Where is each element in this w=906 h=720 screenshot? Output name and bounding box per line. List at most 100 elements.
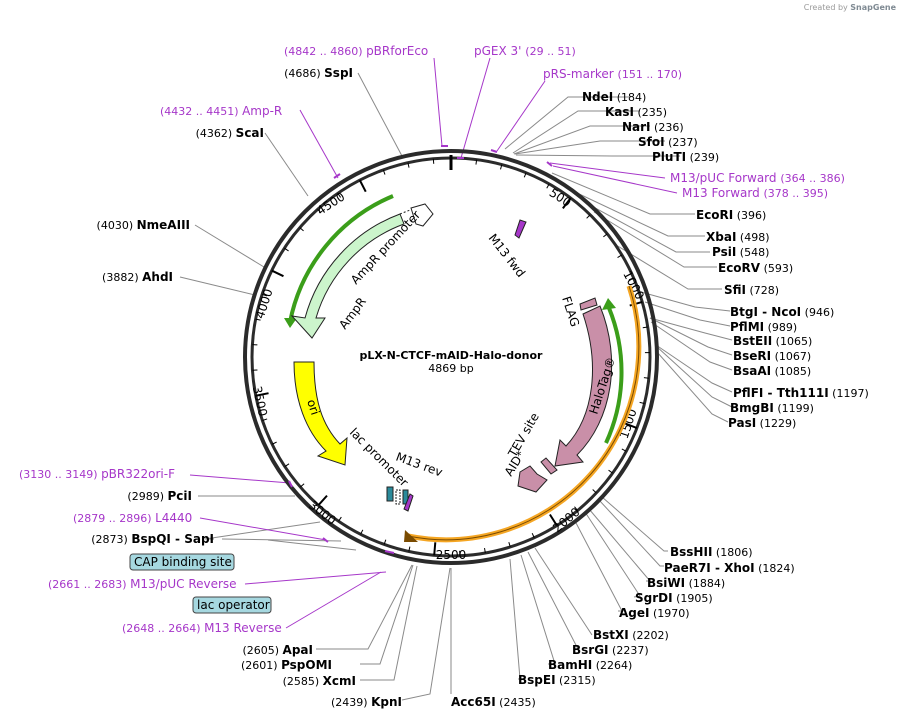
halotag-feature[interactable] <box>554 305 613 467</box>
site-name: PluTI <box>652 150 686 164</box>
site-name: SfoI <box>638 135 665 149</box>
site-name: PsiI <box>712 245 736 259</box>
site-name: NdeI <box>582 90 613 104</box>
site-label: BseRI (1067) <box>733 349 811 363</box>
site-position: (2873) <box>91 533 131 546</box>
primer-label: (2648 .. 2664) M13 Reverse <box>122 621 282 635</box>
major-tick <box>271 269 284 278</box>
m13-fwd-feature[interactable] <box>514 219 527 239</box>
site-label: (4030) NmeAIII <box>97 218 190 232</box>
site-label: (2873) BspQI - SapI <box>91 532 214 546</box>
primer-range: (3130 .. 3149) <box>19 468 101 481</box>
site-name: SgrDI <box>635 591 673 605</box>
site-name: BsrGI <box>572 643 609 657</box>
site-name: PciI <box>168 489 193 503</box>
ori-feature[interactable] <box>293 361 348 466</box>
site-position: (1806) <box>712 546 752 559</box>
tick-label-4500: 4500 <box>314 189 347 217</box>
lac-operator-box[interactable] <box>192 596 272 614</box>
snapgene-credit: Created by SnapGene <box>804 3 896 12</box>
primer-label: (4842 .. 4860) pBRforEco <box>284 44 428 58</box>
minor-tick <box>643 377 649 379</box>
site-position: (1067) <box>771 350 811 363</box>
minor-tick <box>262 418 268 421</box>
major-tick <box>624 422 638 429</box>
site-name: BtgI <box>730 305 758 319</box>
credit-prefix: Created by <box>803 3 848 12</box>
site-name: PflFI <box>733 386 763 400</box>
site-position: (1970) <box>649 607 689 620</box>
minor-tick <box>617 254 623 258</box>
site-position: (4030) <box>97 219 137 232</box>
major-tick <box>562 197 572 209</box>
primer-range: (364 .. 386) <box>780 172 845 185</box>
plasmid-name: pLX-N-CTCF-mAID-Halo-donor <box>360 349 544 362</box>
site-label: (2585) XcmI <box>283 674 356 688</box>
site-label: BtgI - NcoI (946) <box>730 305 834 319</box>
site-position: (2237) <box>609 644 649 657</box>
site-name-2: Tth111I <box>777 386 829 400</box>
site-name: BspEI <box>518 673 556 687</box>
site-label: BstEII (1065) <box>733 334 812 348</box>
minor-tick <box>523 172 527 178</box>
primer-name: M13/pUC Forward <box>670 171 780 185</box>
lac-promoter-small-feature[interactable] <box>395 489 401 505</box>
site-position: (239) <box>686 151 719 164</box>
primer-label: (4432 .. 4451) Amp-R <box>160 104 282 118</box>
minor-tick <box>284 463 290 467</box>
site-position: (548) <box>736 246 769 259</box>
site-name: EcoRV <box>718 261 761 275</box>
site-label: XbaI (498) <box>706 230 769 244</box>
site-label: BspEI (2315) <box>518 673 596 687</box>
tick-label-2500: 2500 <box>436 548 467 562</box>
primer-range: (2661 .. 2683) <box>48 578 130 591</box>
ampr-feature[interactable] <box>290 213 405 339</box>
major-tick <box>549 513 558 527</box>
minor-tick <box>338 516 342 522</box>
site-position: (3882) <box>102 271 142 284</box>
site-name: SspI <box>324 66 353 80</box>
cap-binding-box[interactable] <box>129 553 235 571</box>
minor-tick <box>608 469 613 474</box>
green-arc-ampr-arrowhead <box>284 318 297 328</box>
minor-tick <box>271 441 277 445</box>
site-label: EcoRI (396) <box>696 208 766 222</box>
minor-tick <box>484 547 486 554</box>
site-name: AhdI <box>142 270 173 284</box>
primer-label: (2661 .. 2683) M13/pUC Reverse <box>48 577 237 591</box>
site-name: PflMI <box>730 320 764 334</box>
site-name: PasI <box>728 416 756 430</box>
minor-tick <box>592 489 597 494</box>
site-label: SgrDI (1905) <box>635 591 713 605</box>
tev-site-feature[interactable] <box>540 457 558 475</box>
site-label: BsrGI (2237) <box>572 643 649 657</box>
m13-rev-feature[interactable] <box>403 493 414 512</box>
site-name: NarI <box>622 120 651 134</box>
site-position: (236) <box>651 121 684 134</box>
site-label: AgeI (1970) <box>619 606 690 620</box>
primer-range: (4432 .. 4451) <box>160 105 242 118</box>
primer-label: (3130 .. 3149) pBR322ori-F <box>19 467 175 481</box>
m13-fwd-label: M13 fwd <box>486 231 528 280</box>
minor-tick <box>317 208 322 214</box>
site-name: Acc65I <box>451 695 496 709</box>
site-position: (237) <box>665 136 698 149</box>
site-position: (2435) <box>496 696 536 709</box>
flag-feature[interactable] <box>579 297 598 311</box>
site-label: BstXI (2202) <box>593 628 669 642</box>
site-label: SfiI (728) <box>724 283 779 297</box>
minor-tick <box>508 542 511 548</box>
minor-tick <box>642 326 648 329</box>
site-position: (2439) <box>331 696 371 709</box>
site-name: XbaI <box>706 230 736 244</box>
minor-tick <box>574 506 579 511</box>
primer-range: (4842 .. 4860) <box>284 45 366 58</box>
ampr-promoter-feature[interactable] <box>410 203 434 227</box>
cap-site-feature[interactable] <box>386 486 394 502</box>
primer-range: (151 .. 170) <box>618 68 683 81</box>
ori-label: ori <box>304 398 322 417</box>
aid-feature[interactable] <box>517 465 548 493</box>
minor-tick <box>628 277 634 281</box>
minor-tick <box>500 164 503 170</box>
major-tick <box>255 392 269 397</box>
